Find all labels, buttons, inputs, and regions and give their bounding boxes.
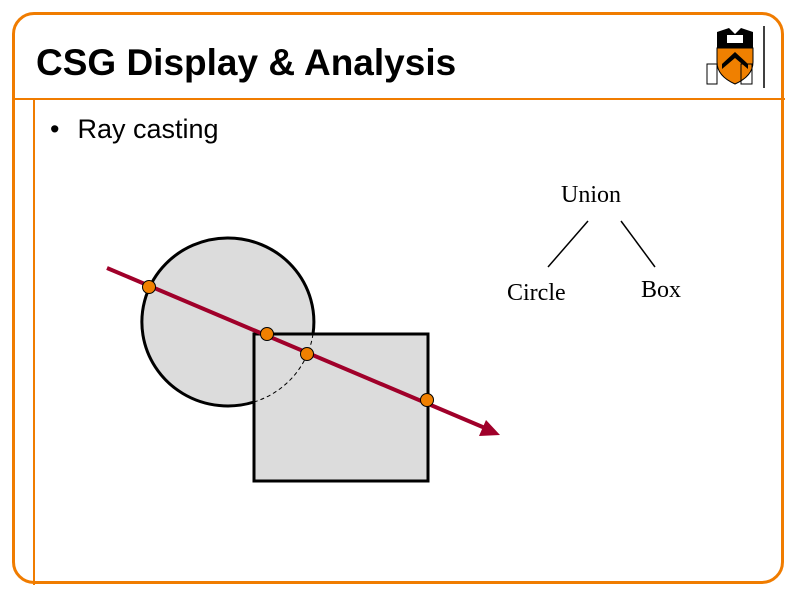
tree-edge: [547, 220, 589, 268]
hit-point: [142, 280, 156, 294]
csg-shapes: [140, 236, 430, 483]
hit-point: [260, 327, 274, 341]
tree-node-union: Union: [561, 182, 621, 208]
slide-title: CSG Display & Analysis: [36, 42, 457, 83]
title-divider: [13, 98, 785, 100]
princeton-shield-logo: [706, 26, 765, 88]
left-margin-line: [33, 99, 35, 585]
hit-point: [420, 393, 434, 407]
bullet-item: • Ray casting: [50, 114, 219, 145]
csg-tree: Union Circle Box: [507, 182, 681, 306]
circle-hidden-arc: [253, 333, 314, 403]
tree-edge: [620, 220, 656, 268]
box-shape: [252, 332, 430, 483]
bullet-text: Ray casting: [77, 114, 219, 144]
bullet-marker: •: [50, 114, 60, 144]
tree-node-circle: Circle: [507, 280, 566, 306]
hit-point: [300, 347, 314, 361]
box-hidden-edges: [253, 333, 313, 402]
hit-points: [142, 280, 434, 407]
ray-arrowhead: [479, 420, 500, 436]
slide-frame: [12, 12, 784, 584]
tree-node-box: Box: [641, 277, 681, 303]
